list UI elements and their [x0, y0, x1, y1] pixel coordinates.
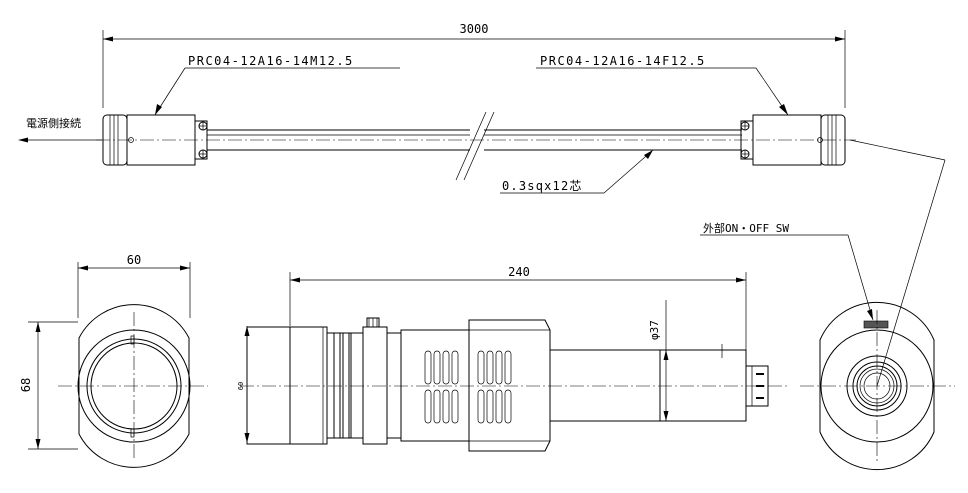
front-width-value: 60 [127, 253, 141, 267]
cable-spec-callout: 0.3sqx12芯 [500, 149, 654, 194]
overall-length-dimension: 3000 [102, 22, 846, 108]
right-connector-label: PRC04-12A16-14F12.5 [540, 54, 706, 68]
front-height-value: 68 [19, 378, 33, 392]
cable-assembly-view: 3000 PRC04-12A16-14M12.5 PRC04-12A16-14F… [18, 22, 946, 194]
power-side-callout: 電源側接続 [18, 116, 102, 143]
right-connector-body [740, 114, 846, 166]
switch-label: 外部ON・OFF SW [703, 221, 789, 235]
left-connector-body [102, 114, 208, 166]
left-connector-label: PRC04-12A16-14M12.5 [188, 54, 354, 68]
power-side-label: 電源側接続 [26, 116, 81, 130]
left-connector-callout: PRC04-12A16-14M12.5 [154, 54, 400, 116]
front-view: 60 68 [19, 253, 208, 468]
end-view: 外部ON・OFF SW [700, 159, 955, 471]
cable-spec-label: 0.3sqx12芯 [502, 179, 583, 193]
right-connector-callout: PRC04-12A16-14F12.5 [536, 54, 789, 116]
overall-length-value: 3000 [460, 22, 489, 36]
side-length-value: 240 [508, 265, 530, 279]
cable [207, 111, 742, 181]
cable-diameter-value: φ37 [648, 320, 661, 340]
side-view: 240 60 φ37 [237, 265, 790, 452]
